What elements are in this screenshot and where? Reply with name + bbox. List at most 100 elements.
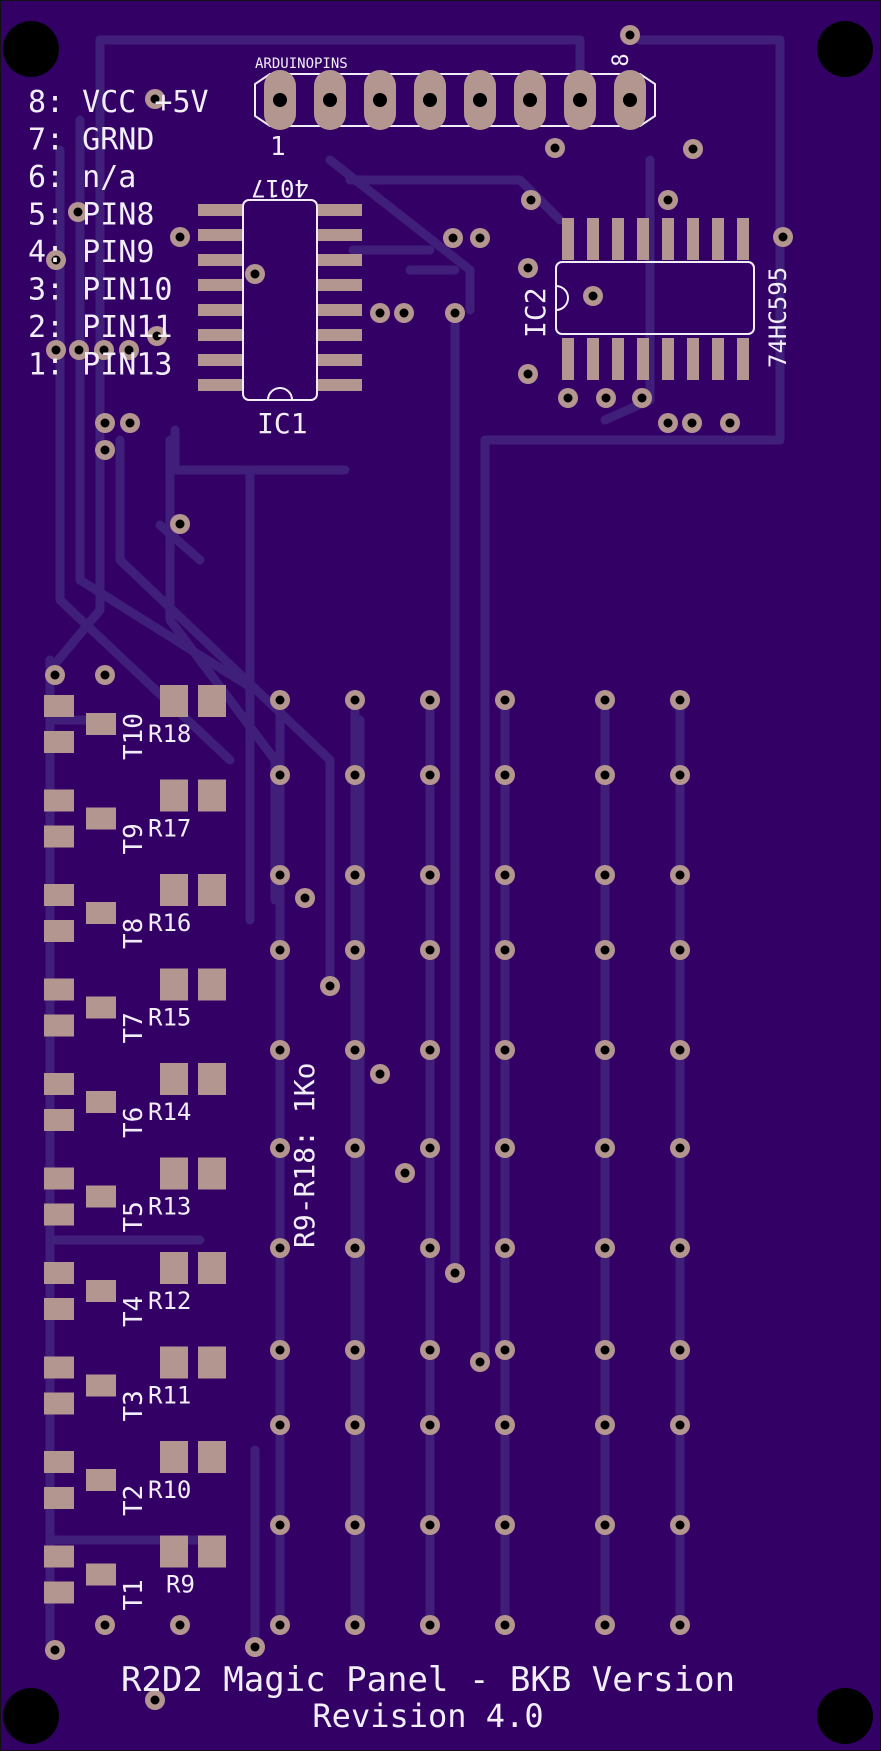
vias xyxy=(45,25,793,1710)
led-matrix-via xyxy=(270,940,290,960)
ic1-outline xyxy=(242,199,318,401)
transistor-label: T2 xyxy=(119,1485,149,1516)
trace xyxy=(480,35,785,1370)
led-matrix-via xyxy=(595,865,615,885)
led-matrix-via xyxy=(270,865,290,885)
led-matrix-via xyxy=(420,690,440,710)
ic1-pad xyxy=(198,254,242,266)
ic1-pad xyxy=(198,379,242,391)
ic2-pad xyxy=(712,338,724,380)
via xyxy=(95,665,115,685)
led-matrix-via xyxy=(420,1040,440,1060)
trace xyxy=(170,425,350,475)
via xyxy=(119,340,139,360)
led-matrix-via xyxy=(670,1515,690,1535)
via xyxy=(46,340,66,360)
via xyxy=(658,190,678,210)
ic2-name: IC2 xyxy=(519,287,552,338)
via xyxy=(370,303,390,323)
via xyxy=(46,250,66,270)
via xyxy=(773,227,793,247)
led-matrix-via xyxy=(270,1615,290,1635)
header-pin xyxy=(264,70,296,130)
via xyxy=(170,514,190,534)
via xyxy=(720,413,740,433)
resistor-label: R12 xyxy=(148,1287,191,1315)
resistor-label: R18 xyxy=(148,720,191,748)
led-matrix-via xyxy=(270,1515,290,1535)
led-matrix-via xyxy=(670,1615,690,1635)
led-matrix-via xyxy=(420,1138,440,1158)
via xyxy=(518,364,538,384)
pin-legend-entry: 6: n/a xyxy=(28,160,136,195)
ic1-pad xyxy=(318,254,362,266)
trace xyxy=(115,435,335,990)
ic1-name: IC1 xyxy=(257,407,308,440)
via xyxy=(145,89,165,109)
led-matrix-via xyxy=(670,865,690,885)
via xyxy=(370,1064,390,1084)
ic1-pad xyxy=(318,304,362,316)
header-pin xyxy=(364,70,396,130)
mounting-hole-bottom-left xyxy=(3,1688,59,1744)
ic2-outline xyxy=(555,261,755,335)
pin-legend-entry: 2: PIN11 xyxy=(28,310,173,345)
header-label: ARDUINOPINS xyxy=(255,56,348,72)
led-matrix-via xyxy=(420,1515,440,1535)
led-matrix-via xyxy=(670,1415,690,1435)
via xyxy=(95,1615,115,1635)
ic2-pad xyxy=(737,218,749,260)
transistor-label: T10 xyxy=(119,713,149,760)
via xyxy=(683,139,703,159)
resistor-label: R16 xyxy=(148,909,191,937)
ic2-notch xyxy=(555,285,569,311)
led-matrix-via xyxy=(495,1138,515,1158)
header-pin-last: 8 xyxy=(609,53,634,66)
via xyxy=(170,227,190,247)
led-matrix-via xyxy=(495,1040,515,1060)
led-matrix-via xyxy=(495,765,515,785)
led-matrix-via xyxy=(345,1340,365,1360)
led-matrix-via xyxy=(345,865,365,885)
via xyxy=(68,202,88,222)
mounting-hole-bottom-right xyxy=(817,1688,873,1744)
led-matrix-via xyxy=(670,1340,690,1360)
header-pin xyxy=(614,70,646,130)
ic1-package: IC1 4017 xyxy=(242,174,318,440)
transistor-label: T4 xyxy=(119,1296,149,1327)
led-matrix-via xyxy=(670,940,690,960)
via xyxy=(95,440,115,460)
led-matrix-via xyxy=(595,765,615,785)
transistor-label: T1 xyxy=(119,1579,149,1610)
led-matrix-via xyxy=(270,1238,290,1258)
led-matrix-via xyxy=(270,690,290,710)
resistor-label: R10 xyxy=(148,1476,191,1504)
trace xyxy=(95,35,585,75)
ic1-value: 4017 xyxy=(251,174,309,202)
led-matrix-via xyxy=(495,1238,515,1258)
via xyxy=(120,413,140,433)
led-matrix-via xyxy=(670,1138,690,1158)
header-pin xyxy=(464,70,496,130)
mounting-holes xyxy=(3,21,873,1744)
transistor-label: T3 xyxy=(119,1390,149,1421)
via xyxy=(147,326,167,346)
led-matrix-via xyxy=(495,1515,515,1535)
led-matrix-via xyxy=(345,690,365,710)
ic1-pad xyxy=(318,279,362,291)
header-pin-first: 1 xyxy=(270,132,286,162)
via xyxy=(295,888,315,908)
via xyxy=(518,258,538,278)
ic2-value: 74HC595 xyxy=(764,267,792,368)
led-matrix-via xyxy=(420,1238,440,1258)
led-matrix-via xyxy=(270,765,290,785)
via xyxy=(245,264,265,284)
led-matrix-via xyxy=(595,1040,615,1060)
